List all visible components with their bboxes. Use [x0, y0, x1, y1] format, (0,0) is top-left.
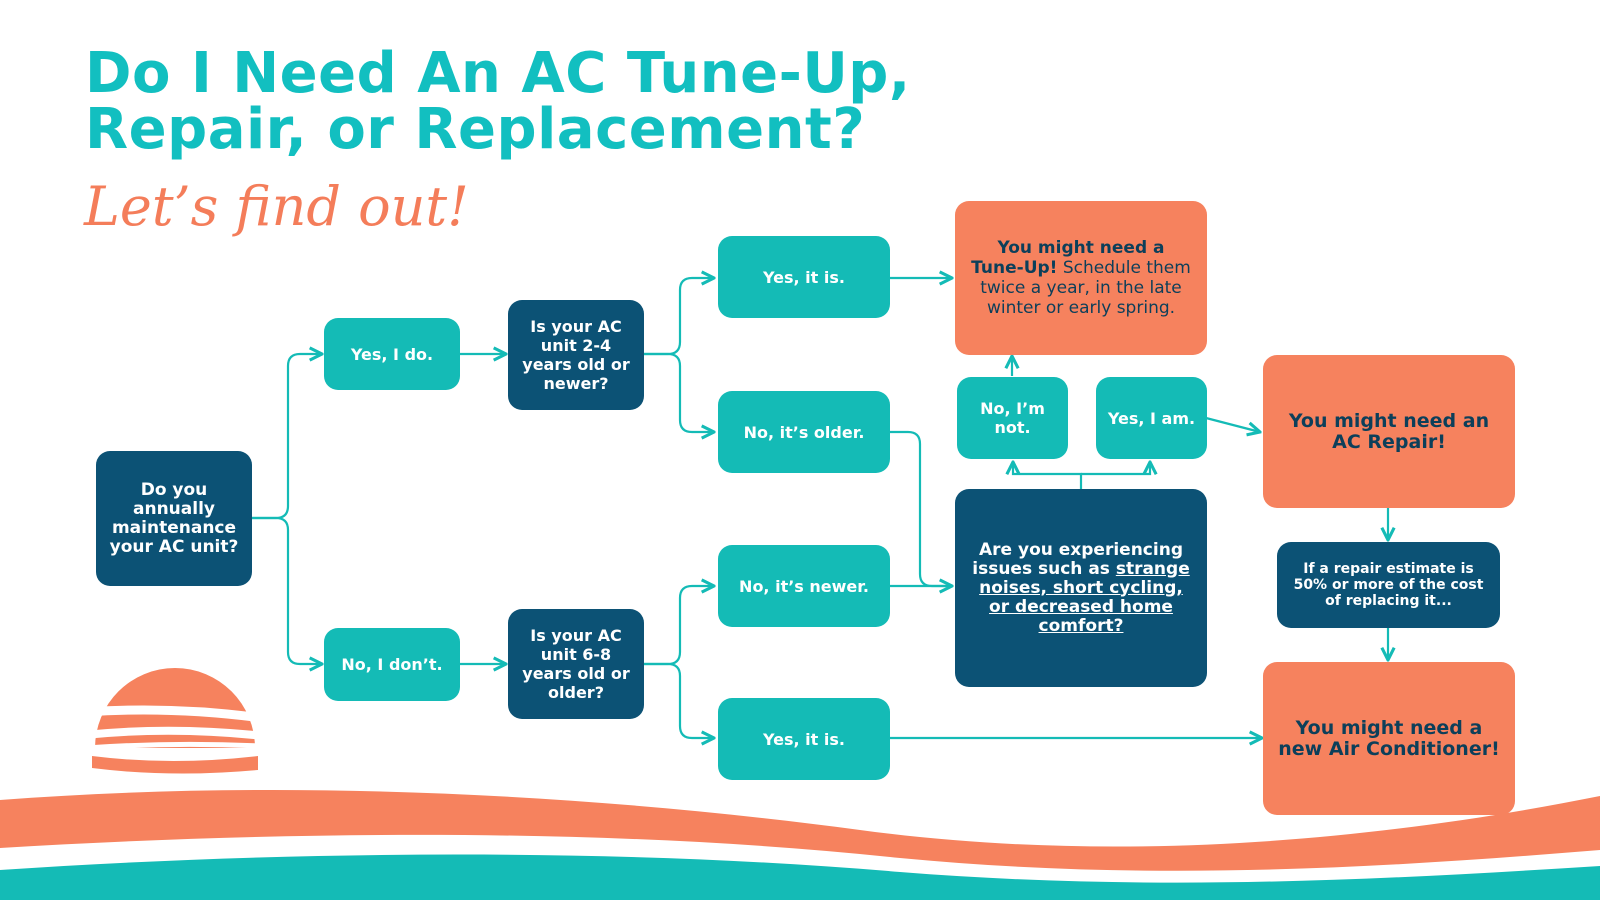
node-yes-i-do: Yes, I do. [324, 318, 460, 390]
node-result-tuneup: You might need a Tune-Up! Schedule them … [955, 201, 1207, 355]
node-repair-estimate: If a repair estimate is 50% or more of t… [1277, 542, 1500, 628]
tuneup-bold-line2: Tune-Up! [971, 258, 1058, 278]
page-title: Do I Need An AC Tune-Up, Repair, or Repl… [85, 46, 911, 158]
tuneup-text: You might need a Tune-Up! Schedule them … [967, 238, 1195, 318]
connector-start-no [252, 516, 322, 664]
connector-q2-newer [644, 586, 714, 666]
connector-issues-split [1013, 462, 1083, 489]
sun-logo [83, 668, 265, 774]
node-no-its-newer: No, it’s newer. [718, 545, 890, 627]
connector-start-yes [252, 354, 322, 520]
issues-text: Are you experiencing issues such as stra… [967, 539, 1195, 636]
page-title-line1: Do I Need An AC Tune-Up, [85, 41, 911, 106]
node-question-age-newer: Is your AC unit 2-4 years old or newer? [508, 300, 644, 410]
node-start-question: Do you annually maintenance your AC unit… [96, 451, 252, 586]
connector-q2-yes [644, 662, 714, 738]
node-yes-it-is-top: Yes, it is. [718, 236, 890, 318]
node-yes-i-am: Yes, I am. [1096, 377, 1207, 459]
page-title-line2: Repair, or Replacement? [85, 97, 866, 162]
node-question-age-older: Is your AC unit 6-8 years old or older? [508, 609, 644, 719]
tuneup-description: Schedule them twice a year, in the late … [980, 258, 1191, 318]
connector-older-issues [890, 430, 952, 586]
node-no-im-not: No, I’m not. [957, 377, 1068, 459]
node-no-i-dont: No, I don’t. [324, 628, 460, 701]
issues-lead: Are you experiencing issues such as [972, 539, 1183, 579]
connector-q1-yes [644, 278, 714, 356]
page-subtitle: Let’s find out! [84, 175, 469, 238]
node-result-new-ac: You might need a new Air Conditioner! [1263, 662, 1515, 815]
issues-examples-link: strange noises, short cycling, or decrea… [979, 558, 1190, 636]
connector-am-repair [1205, 416, 1260, 432]
node-yes-it-is-bottom: Yes, it is. [718, 698, 890, 780]
connector-q1-older [644, 352, 714, 432]
tuneup-bold-line1: You might need a [997, 238, 1165, 258]
node-result-repair: You might need an AC Repair! [1263, 355, 1515, 508]
node-no-its-older: No, it’s older. [718, 391, 890, 473]
bottom-waves [0, 790, 1600, 900]
node-question-issues: Are you experiencing issues such as stra… [955, 489, 1207, 687]
